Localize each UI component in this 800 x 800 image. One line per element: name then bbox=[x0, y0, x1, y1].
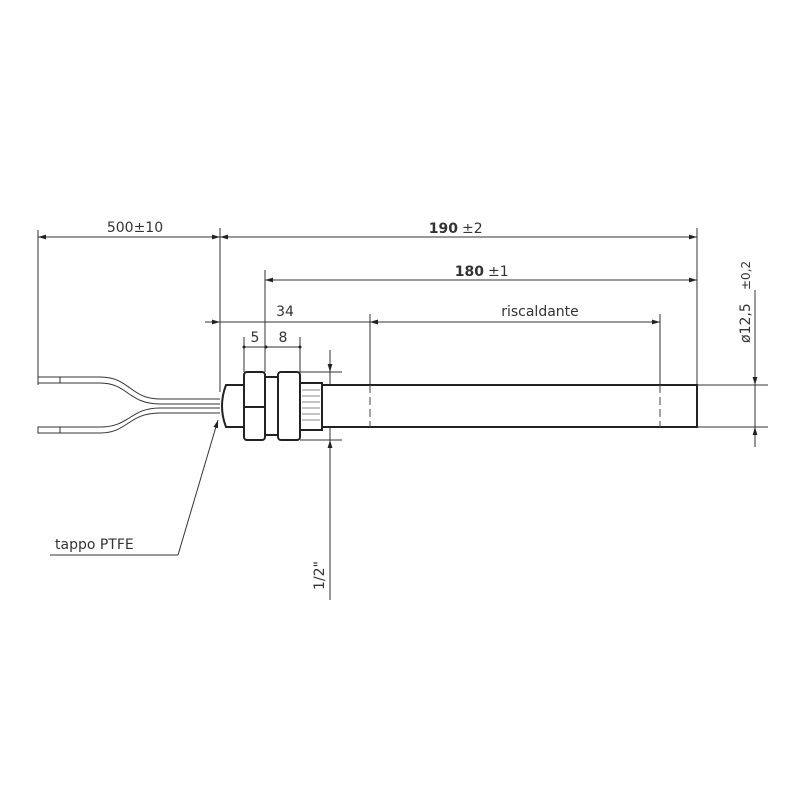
cable-length-text: 500±10 bbox=[107, 220, 163, 236]
dimension-nuts: 5 8 bbox=[242, 330, 302, 349]
diameter-text: ø12,5 bbox=[738, 303, 754, 343]
heating-zone-text: riscaldante bbox=[501, 304, 579, 320]
fitting bbox=[221, 371, 323, 441]
tube-length-value: 180 bbox=[455, 264, 484, 280]
fitting-length-text: 34 bbox=[276, 304, 294, 320]
neck bbox=[264, 376, 279, 436]
ptfe-plug bbox=[221, 384, 245, 428]
nut2-width-text: 8 bbox=[279, 330, 288, 346]
wire-end-top bbox=[37, 376, 61, 384]
total-length-value: 190 bbox=[429, 221, 458, 237]
total-length-tol: ±2 bbox=[462, 221, 483, 237]
heater-tube bbox=[321, 384, 698, 428]
dimension-cable-length: 500±10 bbox=[38, 220, 220, 240]
hex-nut-2 bbox=[277, 371, 301, 441]
plug-label: tappo PTFE bbox=[55, 537, 134, 553]
tube-length-tol: ±1 bbox=[488, 264, 509, 280]
thread bbox=[299, 382, 323, 431]
dimension-diameter: ø12,5 ±0,2 bbox=[738, 261, 758, 447]
lead-wires bbox=[37, 376, 220, 434]
nut-width-text: 5 bbox=[251, 330, 260, 346]
plug-callout: tappo PTFE bbox=[50, 419, 219, 556]
diameter-tol-text: ±0,2 bbox=[739, 261, 753, 290]
dimension-heating-zone: riscaldante bbox=[370, 304, 660, 325]
dimension-fitting-length: 34 bbox=[205, 304, 395, 325]
dimension-total-length: 190 ±2 bbox=[220, 221, 697, 240]
extension-lines bbox=[37, 228, 768, 441]
wire-end-bottom bbox=[37, 426, 61, 434]
dimension-tube-length: 180 ±1 bbox=[265, 264, 697, 283]
thread-text: 1/2" bbox=[312, 561, 328, 590]
